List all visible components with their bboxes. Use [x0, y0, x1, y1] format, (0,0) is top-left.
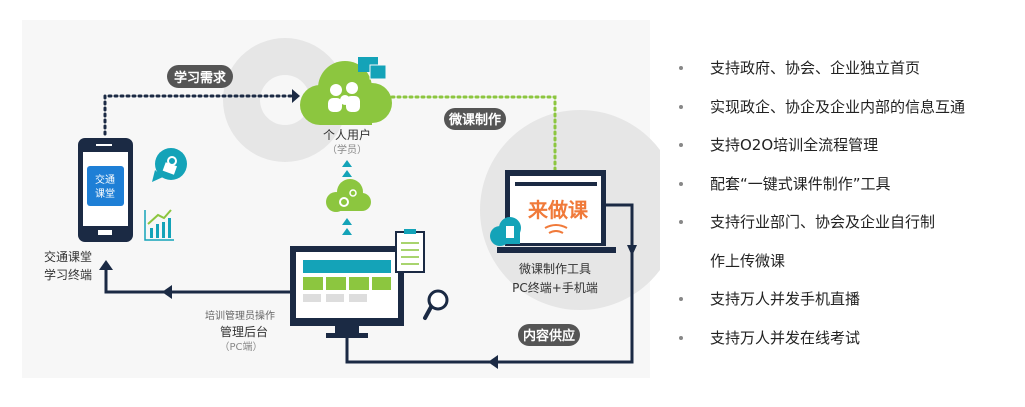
admin-to-phone-path — [104, 268, 292, 294]
feature-item: 支持政府、协会、企业独立首页 — [676, 56, 965, 95]
micro-course-pill: 微课制作 — [444, 108, 506, 130]
terminal-label: 交通课堂 — [44, 249, 92, 264]
tool-logo: 来做课 — [527, 198, 589, 222]
user-sublabel: （学员） — [327, 143, 367, 156]
feature-item: 支持万人并发在线考试 — [676, 326, 965, 365]
feature-item: 支持万人并发手机直播 — [676, 287, 965, 326]
svg-text:交通: 交通 — [95, 173, 115, 186]
bullet-icon — [679, 335, 683, 340]
feature-text: 支持行业部门、协会及企业自行制 — [710, 213, 936, 231]
feature-text: 作上传微课 — [710, 251, 786, 270]
bullet-icon — [679, 220, 683, 224]
feature-text: 支持万人并发在线考试 — [710, 328, 861, 347]
learning-need-pill: 学习需求 — [167, 65, 233, 88]
feature-item: 实现政企、协企及企业内部的信息互通 — [676, 95, 965, 134]
feature-list: 支持政府、协会、企业独立首页实现政企、协企及企业内部的信息互通支持O2O培训全流… — [676, 56, 965, 364]
workflow-diagram: 学习需求 微课制作 内容供应 个人用户 （学员） 交通 课堂 交通课堂 学习终端… — [43, 38, 660, 369]
feature-text: 支持政府、协会、企业独立首页 — [710, 59, 921, 77]
arrow-up-icon — [342, 160, 352, 235]
bullet-icon — [679, 66, 683, 70]
svg-text:内容供应: 内容供应 — [523, 328, 575, 344]
clipboard-icon — [395, 229, 425, 273]
lock-bubble-icon — [152, 148, 187, 182]
svg-text:微课制作: 微课制作 — [448, 112, 501, 128]
admin-label: 培训管理员操作 — [205, 309, 275, 322]
learning-need-path — [103, 94, 294, 136]
laptop-icon: 来做课 — [490, 170, 616, 253]
content-supply-pill: 内容供应 — [518, 324, 580, 346]
feature-text: 支持万人并发手机直播 — [710, 290, 861, 308]
tool-sublabel: PC终端+手机端 — [512, 280, 598, 295]
feature-item: 作上传微课 — [676, 249, 965, 288]
feature-item: 支持行业部门、协会及企业自行制 — [676, 210, 965, 249]
bullet-icon — [679, 143, 683, 147]
svg-text:学习需求: 学习需求 — [174, 70, 227, 86]
bullet-icon — [679, 104, 683, 109]
bullet-icon — [679, 181, 683, 186]
arrow-right-icon — [292, 89, 300, 103]
admin-sublabel: （PC端） — [219, 340, 262, 353]
terminal-label-2: 学习终端 — [44, 267, 92, 282]
feature-text: 实现政企、协企及企业内部的信息互通 — [710, 97, 966, 116]
monitor-icon — [290, 246, 404, 338]
magnifier-icon — [423, 289, 449, 320]
svg-text:课堂: 课堂 — [95, 188, 115, 200]
feature-item: 配套“一键式课件制作”工具 — [676, 172, 965, 211]
gear-cloud-icon — [326, 179, 371, 212]
bullet-icon — [679, 297, 683, 301]
micro-course-path — [390, 95, 557, 205]
feature-text: 支持O2O培训全流程管理 — [710, 136, 879, 154]
user-cloud-icon — [300, 57, 392, 125]
phone-icon: 交通 课堂 — [78, 138, 133, 242]
chart-icon — [144, 209, 174, 241]
feature-item: 支持O2O培训全流程管理 — [676, 133, 965, 172]
feature-text: 配套“一键式课件制作”工具 — [710, 174, 891, 193]
content-supply-path — [345, 203, 634, 364]
tool-label: 微课制作工具 — [519, 262, 591, 276]
admin-title: 管理后台 — [220, 324, 268, 339]
user-label: 个人用户 — [323, 127, 371, 142]
